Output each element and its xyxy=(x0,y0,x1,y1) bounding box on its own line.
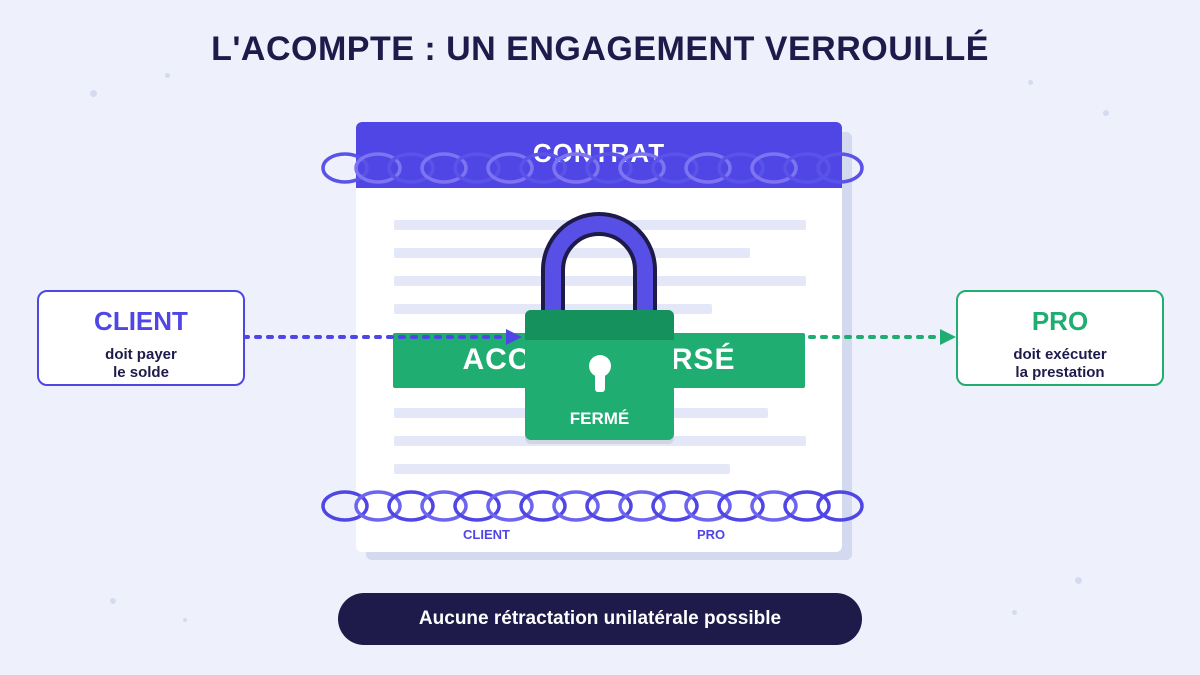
pro-obligation-line2: la prestation xyxy=(1015,364,1105,381)
decor-dot xyxy=(110,598,116,604)
contract-title: CONTRAT xyxy=(532,138,666,168)
decor-dot xyxy=(183,618,187,622)
padlock-icon: FERMÉ xyxy=(525,310,674,440)
text-line xyxy=(394,464,730,474)
padlock-top-band xyxy=(525,310,674,340)
client-box: CLIENT doit payer le solde xyxy=(37,290,245,386)
pro-obligation: doit exécuter la prestation xyxy=(958,346,1162,382)
keyhole-icon xyxy=(589,355,611,392)
pro-obligation-line1: doit exécuter xyxy=(1013,346,1107,363)
decor-dot xyxy=(1103,110,1109,116)
lock-status-label: FERMÉ xyxy=(569,409,630,428)
decor-dot xyxy=(1012,610,1017,615)
client-name: CLIENT xyxy=(94,306,188,336)
text-line xyxy=(394,220,806,230)
decor-dot xyxy=(1028,80,1033,85)
decor-dot xyxy=(165,73,170,78)
decor-dot xyxy=(90,90,97,97)
page-title: L'ACOMPTE : UN ENGAGEMENT VERROUILLÉ xyxy=(211,30,989,68)
signature-client: CLIENT xyxy=(463,527,510,542)
client-obligation-line1: doit payer xyxy=(105,346,177,363)
pro-name: PRO xyxy=(1031,306,1089,336)
text-line xyxy=(394,436,806,446)
text-line xyxy=(394,276,806,286)
text-line xyxy=(394,248,750,258)
client-obligation-line2: le solde xyxy=(113,364,169,381)
client-obligation: doit payer le solde xyxy=(39,346,243,382)
signature-pro: PRO xyxy=(697,527,726,542)
decor-dot xyxy=(1075,577,1082,584)
footer-text: Aucune rétractation unilatérale possible xyxy=(418,608,782,629)
pro-box: PRO doit exécuter la prestation xyxy=(956,290,1164,386)
contract-header: CONTRAT xyxy=(356,122,842,188)
footer-pill: Aucune rétractation unilatérale possible xyxy=(338,593,862,645)
